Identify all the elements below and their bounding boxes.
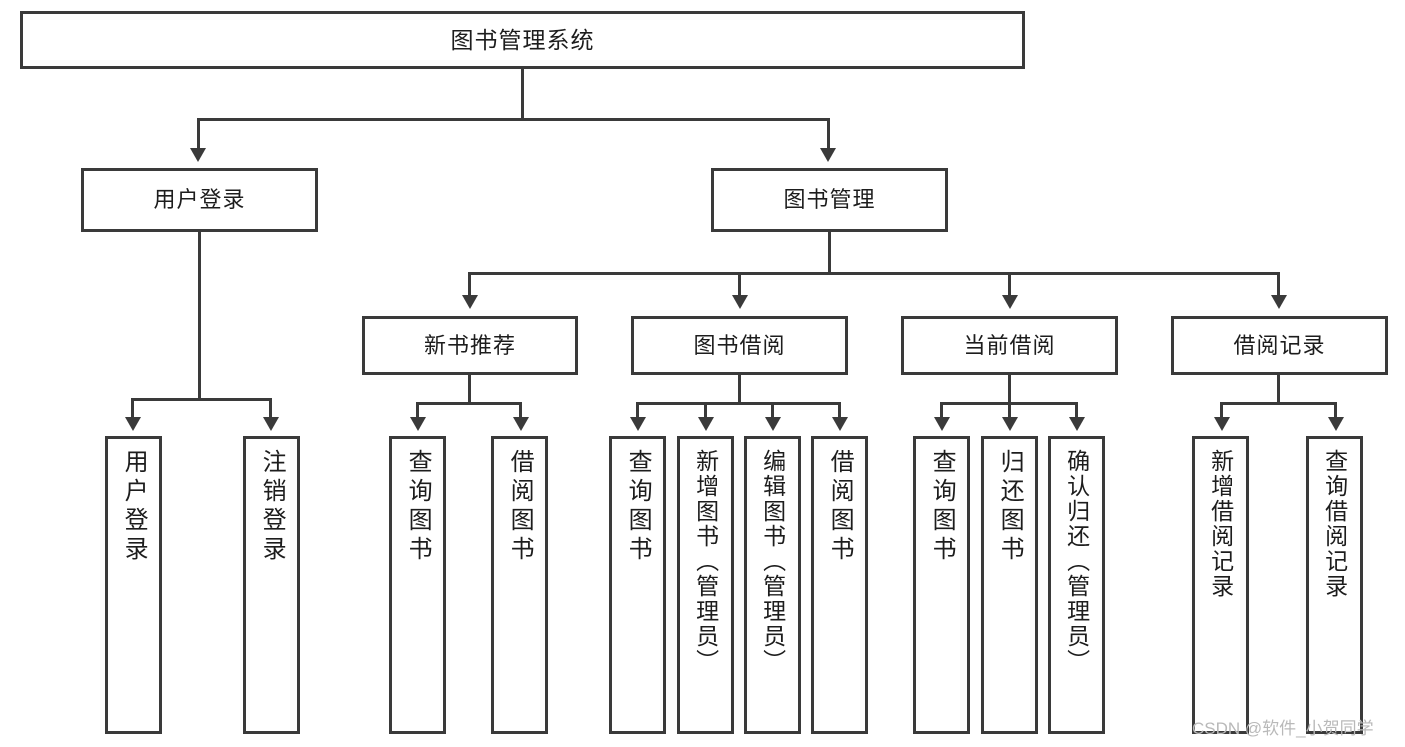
node-label: 归还图书 <box>996 449 1024 565</box>
leaf-add-book-admin[interactable]: 新增图书（管理员） <box>677 436 734 734</box>
connector-newbook-leaf2 <box>519 402 522 418</box>
connector-current-stem <box>1008 375 1011 402</box>
node-root-system[interactable]: 图书管理系统 <box>20 11 1025 69</box>
node-label: 图书管理 <box>783 187 876 213</box>
connector-current-leaf2 <box>1008 402 1011 418</box>
connector-root-bus <box>197 118 830 121</box>
node-label: 新增借阅记录 <box>1207 449 1234 599</box>
connector-bookmgmt-stem <box>828 232 831 272</box>
connector-borrow-leaf4 <box>838 402 841 418</box>
connector-bookmgmt-to-borrow <box>738 272 741 296</box>
node-label: 查询图书 <box>624 449 652 565</box>
arrowhead-bookmgmt-current <box>1002 295 1018 309</box>
node-label: 查询图书 <box>404 449 432 565</box>
node-borrow-record[interactable]: 借阅记录 <box>1171 316 1388 375</box>
connector-borrow-bus <box>636 402 841 405</box>
node-label: 当前借阅 <box>963 332 1056 358</box>
connector-record-stem <box>1277 375 1280 402</box>
node-current-borrow[interactable]: 当前借阅 <box>901 316 1118 375</box>
node-book-borrow[interactable]: 图书借阅 <box>631 316 848 375</box>
connector-borrow-leaf3 <box>771 402 774 418</box>
connector-record-leaf1 <box>1220 402 1223 418</box>
connector-borrow-leaf2 <box>704 402 707 418</box>
arrowhead-bookmgmt-newbook <box>462 295 478 309</box>
leaf-query-borrow-record[interactable]: 查询借阅记录 <box>1306 436 1363 734</box>
connector-record-bus <box>1220 402 1337 405</box>
connector-record-leaf2 <box>1334 402 1337 418</box>
node-label: 借阅记录 <box>1233 332 1326 358</box>
connector-newbook-bus <box>416 402 522 405</box>
node-label: 确认归还（管理员） <box>1063 449 1090 674</box>
arrowhead-bookmgmt-borrow <box>732 295 748 309</box>
arrowhead-borrow-leaf2 <box>698 417 714 431</box>
node-label: 用户登录 <box>153 187 246 213</box>
node-label: 查询图书 <box>928 449 956 565</box>
arrowhead-login-leaf1 <box>125 417 141 431</box>
arrowhead-newbook-leaf1 <box>410 417 426 431</box>
leaf-return-book[interactable]: 归还图书 <box>981 436 1038 734</box>
connector-login-to-leaf1 <box>131 398 134 418</box>
arrowhead-current-leaf1 <box>934 417 950 431</box>
node-label: 图书借阅 <box>693 332 786 358</box>
leaf-borrow-book-recommend[interactable]: 借阅图书 <box>491 436 548 734</box>
leaf-confirm-return-admin[interactable]: 确认归还（管理员） <box>1048 436 1105 734</box>
node-label: 编辑图书（管理员） <box>759 449 786 674</box>
node-label: 用户登录 <box>120 449 148 565</box>
leaf-borrow-book-borrow[interactable]: 借阅图书 <box>811 436 868 734</box>
connector-current-leaf1 <box>940 402 943 418</box>
arrowhead-root-to-login <box>190 148 206 162</box>
arrowhead-record-leaf1 <box>1214 417 1230 431</box>
arrowhead-current-leaf3 <box>1069 417 1085 431</box>
node-user-login[interactable]: 用户登录 <box>81 168 318 232</box>
connector-bookmgmt-to-newbook <box>468 272 471 296</box>
connector-newbook-stem <box>468 375 471 402</box>
leaf-query-book-current[interactable]: 查询图书 <box>913 436 970 734</box>
connector-login-to-leaf2 <box>269 398 272 418</box>
connector-login-stem <box>198 232 201 398</box>
node-label: 查询借阅记录 <box>1321 449 1348 599</box>
arrowhead-root-to-bookmgmt <box>820 148 836 162</box>
connector-newbook-leaf1 <box>416 402 419 418</box>
leaf-add-borrow-record[interactable]: 新增借阅记录 <box>1192 436 1249 734</box>
arrowhead-current-leaf2 <box>1002 417 1018 431</box>
arrowhead-login-leaf2 <box>263 417 279 431</box>
leaf-user-login[interactable]: 用户登录 <box>105 436 162 734</box>
node-label: 借阅图书 <box>506 449 534 565</box>
node-label: 注销登录 <box>258 449 286 565</box>
node-label: 图书管理系统 <box>450 26 595 53</box>
node-label: 新书推荐 <box>423 332 516 358</box>
arrowhead-newbook-leaf2 <box>513 417 529 431</box>
arrowhead-bookmgmt-record <box>1271 295 1287 309</box>
connector-root-to-bookmgmt <box>827 118 830 149</box>
leaf-edit-book-admin[interactable]: 编辑图书（管理员） <box>744 436 801 734</box>
connector-current-leaf3 <box>1075 402 1078 418</box>
leaf-query-book-recommend[interactable]: 查询图书 <box>389 436 446 734</box>
arrowhead-borrow-leaf4 <box>832 417 848 431</box>
node-label: 新增图书（管理员） <box>692 449 719 674</box>
connector-bookmgmt-to-current <box>1008 272 1011 296</box>
leaf-logout[interactable]: 注销登录 <box>243 436 300 734</box>
node-label: 借阅图书 <box>826 449 854 565</box>
node-new-book-recommend[interactable]: 新书推荐 <box>362 316 578 375</box>
connector-bookmgmt-to-record <box>1277 272 1280 296</box>
connector-bookmgmt-bus <box>468 272 1280 275</box>
connector-borrow-leaf1 <box>636 402 639 418</box>
node-book-management[interactable]: 图书管理 <box>711 168 948 232</box>
arrowhead-record-leaf2 <box>1328 417 1344 431</box>
arrowhead-borrow-leaf3 <box>765 417 781 431</box>
connector-root-stem <box>521 69 524 118</box>
leaf-query-book-borrow[interactable]: 查询图书 <box>609 436 666 734</box>
arrowhead-borrow-leaf1 <box>630 417 646 431</box>
connector-root-to-login <box>197 118 200 149</box>
connector-borrow-stem <box>738 375 741 402</box>
connector-login-bus <box>131 398 269 401</box>
